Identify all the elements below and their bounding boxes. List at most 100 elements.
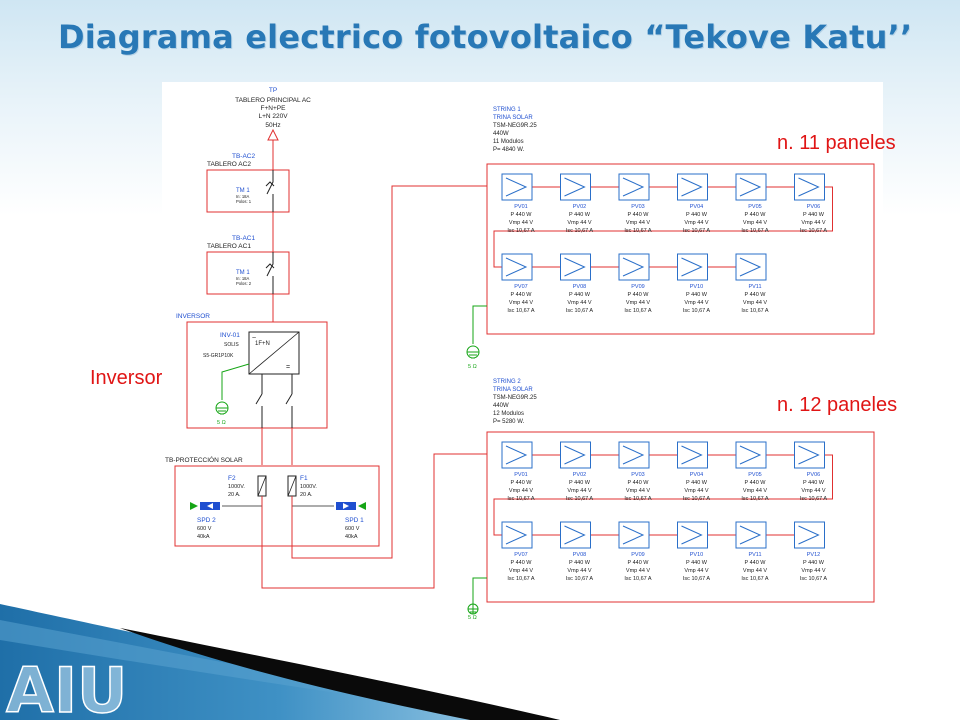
pv-isc: Isc 10,67 A xyxy=(624,228,652,234)
fuse-f2-current: 20 A. xyxy=(228,492,241,498)
tp-name: TP xyxy=(269,87,277,94)
pv-isc: Isc 10,67 A xyxy=(566,576,594,582)
pv-isc: Isc 10,67 A xyxy=(566,496,594,502)
pv-vmp: Vmp 44 V xyxy=(684,300,708,306)
swoosh-blue xyxy=(0,604,560,720)
inverter-brand: SOLIS xyxy=(224,342,239,348)
spd1-voltage: 600 V xyxy=(345,526,360,532)
fuse-f1-name: F1 xyxy=(300,475,308,482)
pv-power: P 440 W xyxy=(745,292,767,298)
pv-isc: Isc 10,67 A xyxy=(741,228,769,234)
dc-switch-left xyxy=(255,374,263,428)
pv-vmp: Vmp 44 V xyxy=(509,300,533,306)
tb-ac1-rating: In: 18A xyxy=(236,276,249,281)
tb-ac1-name: TB-AC1 xyxy=(232,235,256,242)
pv-id: PV06 xyxy=(807,472,820,478)
string2-callout: n. 12 paneles xyxy=(777,394,898,416)
pv-panel-arrow-icon xyxy=(681,257,703,277)
pv-power: P 440 W xyxy=(569,292,591,298)
pv-power: P 440 W xyxy=(803,212,825,218)
pv-id: PV10 xyxy=(690,552,703,558)
string2-header-line: P= 5280 W. xyxy=(493,419,525,425)
protection-box xyxy=(174,465,380,547)
pv-panel-arrow-icon xyxy=(798,525,820,545)
pv-power: P 440 W xyxy=(745,212,767,218)
series-wire xyxy=(493,454,833,536)
pv-vmp: Vmp 44 V xyxy=(626,568,650,574)
tb-ac2-name: TB-AC2 xyxy=(232,153,256,160)
pv-panel-arrow-icon xyxy=(564,177,586,197)
string2-dc-wire xyxy=(261,453,487,589)
spd2-voltage: 600 V xyxy=(197,526,212,532)
ground-label: 5 Ω xyxy=(217,420,226,426)
inverter-section-label: INVERSOR xyxy=(176,313,210,320)
pv-panel-arrow-icon xyxy=(739,177,762,197)
pv-isc: Isc 10,67 A xyxy=(507,576,535,582)
ground-icon xyxy=(466,345,480,359)
string1-header-line: TSM-NEG9R.25 xyxy=(493,123,537,129)
pv-isc: Isc 10,67 A xyxy=(683,496,711,502)
string2-box xyxy=(486,431,875,603)
pv-id: PV09 xyxy=(631,552,644,558)
pv-vmp: Vmp 44 V xyxy=(801,220,825,226)
pv-power: P 440 W xyxy=(745,480,767,486)
pv-panel-arrow-icon xyxy=(505,445,528,465)
tb-ac2-breaker: TM 1 xyxy=(236,188,250,194)
pv-id: PV11 xyxy=(748,552,761,558)
pv-power: P 440 W xyxy=(686,480,708,486)
string1-header-line: P= 4840 W. xyxy=(493,147,525,153)
pv-vmp: Vmp 44 V xyxy=(684,220,708,226)
tp-line-2: F+N+PE xyxy=(261,105,287,112)
pv-isc: Isc 10,67 A xyxy=(624,496,652,502)
ac-wave-icon: ~ xyxy=(252,335,256,342)
pv-vmp: Vmp 44 V xyxy=(743,300,767,306)
pv-id: PV09 xyxy=(631,284,644,290)
pv-isc: Isc 10,67 A xyxy=(741,576,769,582)
pv-isc: Isc 10,67 A xyxy=(800,576,828,582)
tb-ac1-breaker-symbol xyxy=(265,252,275,294)
pv-id: PV08 xyxy=(573,284,586,290)
fuse-f2-icon xyxy=(257,475,267,497)
pv-vmp: Vmp 44 V xyxy=(801,568,825,574)
pv-power: P 440 W xyxy=(745,560,767,566)
pv-vmp: Vmp 44 V xyxy=(567,488,591,494)
pv-id: PV03 xyxy=(631,204,644,210)
pv-panel-arrow-icon xyxy=(564,525,586,545)
pv-panel-arrow-icon xyxy=(505,257,528,277)
inverter-ground-wire xyxy=(221,363,250,400)
pv-id: PV06 xyxy=(807,204,820,210)
pv-power: P 440 W xyxy=(686,292,708,298)
pv-power: P 440 W xyxy=(511,480,533,486)
pv-vmp: Vmp 44 V xyxy=(743,220,767,226)
string1-ground-wire xyxy=(472,305,487,344)
string2-header-line: TRINA SOLAR xyxy=(493,387,533,393)
pv-panel-arrow-icon xyxy=(798,177,820,197)
string1-box xyxy=(486,163,875,335)
pv-vmp: Vmp 44 V xyxy=(626,488,650,494)
pv-power: P 440 W xyxy=(569,212,591,218)
tb-ac2-box xyxy=(206,169,290,213)
pv-id: PV12 xyxy=(807,552,820,558)
pv-panel-arrow-icon xyxy=(798,445,820,465)
pv-vmp: Vmp 44 V xyxy=(509,488,533,494)
pv-power: P 440 W xyxy=(686,560,708,566)
string1-header-line: 11 Modulos xyxy=(493,139,524,145)
pv-vmp: Vmp 44 V xyxy=(567,568,591,574)
tb-ac1-poles: Polos: 2 xyxy=(236,281,252,286)
pv-panel-arrow-icon xyxy=(564,257,586,277)
tp-line-4: 50Hz xyxy=(265,122,280,129)
string2-header-line: STRING 2 xyxy=(493,379,521,385)
pv-id: PV04 xyxy=(690,204,703,210)
string2-header-line: 440W xyxy=(493,403,509,409)
